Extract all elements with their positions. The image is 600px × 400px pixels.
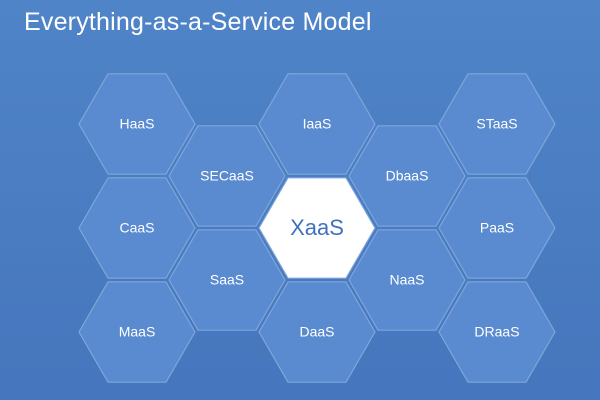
hexagon-label-daas: DaaS <box>299 324 334 340</box>
hexagon-shape-naas <box>348 229 466 331</box>
diagram-title: Everything-as-a-Service Model <box>24 8 372 36</box>
hexagon-shape-secaas <box>168 125 286 227</box>
hexagon-shape-haas <box>78 73 196 175</box>
hexagon-shape-xaas <box>258 177 376 279</box>
hexagon-label-xaas: XaaS <box>290 215 344 240</box>
hexagon-label-saas: SaaS <box>210 272 244 288</box>
hexagon-label-secaas: SECaaS <box>200 168 254 184</box>
hexagon-caas: CaaS <box>78 177 196 279</box>
hexagon-draas: DRaaS <box>438 281 556 383</box>
hexagon-xaas: XaaS <box>258 177 376 279</box>
hexagon-maas: MaaS <box>78 281 196 383</box>
hexagon-label-dbaas: DbaaS <box>386 168 429 184</box>
hexagon-label-naas: NaaS <box>389 272 424 288</box>
hexagon-label-haas: HaaS <box>119 116 154 132</box>
hexagon-shape-iaas <box>258 73 376 175</box>
hexagon-label-iaas: IaaS <box>303 116 332 132</box>
hexagon-shape-staas <box>438 73 556 175</box>
hexagon-label-draas: DRaaS <box>474 324 519 340</box>
hexagon-label-paas: PaaS <box>480 220 514 236</box>
hexagon-dbaas: DbaaS <box>348 125 466 227</box>
hexagon-label-caas: CaaS <box>119 220 154 236</box>
hexagon-shape-saas <box>168 229 286 331</box>
hexagon-iaas: IaaS <box>258 73 376 175</box>
hexagon-shape-draas <box>438 281 556 383</box>
hexagon-secaas: SECaaS <box>168 125 286 227</box>
hexagon-staas: STaaS <box>438 73 556 175</box>
hexagon-label-staas: STaaS <box>476 116 517 132</box>
hexagon-label-maas: MaaS <box>119 324 156 340</box>
hexagon-shape-daas <box>258 281 376 383</box>
hexagon-saas: SaaS <box>168 229 286 331</box>
hexagon-paas: PaaS <box>438 177 556 279</box>
hexagon-shape-paas <box>438 177 556 279</box>
hexagon-shape-dbaas <box>348 125 466 227</box>
hexagon-shape-caas <box>78 177 196 279</box>
hexagon-shape-maas <box>78 281 196 383</box>
hexagon-daas: DaaS <box>258 281 376 383</box>
hexagon-haas: HaaS <box>78 73 196 175</box>
hexagon-naas: NaaS <box>348 229 466 331</box>
